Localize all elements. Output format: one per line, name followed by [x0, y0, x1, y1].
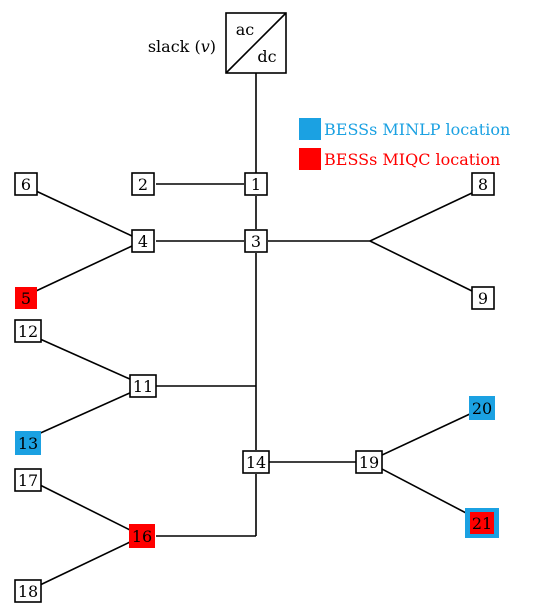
node-box: [129, 374, 157, 398]
node-11: 11: [129, 374, 157, 398]
line-junction-9: [369, 240, 473, 292]
node-label: 12: [18, 322, 38, 341]
node-box: [15, 431, 41, 455]
node-box: [470, 512, 494, 534]
slack-suffix: ): [210, 37, 216, 56]
node-label: 13: [18, 434, 38, 453]
node-box: [131, 229, 155, 253]
node-box: [244, 229, 268, 253]
line-12-11: [39, 338, 133, 381]
legend-minlp-label: BESSs MINLP location: [324, 120, 510, 139]
node-label: 9: [478, 289, 488, 308]
node-box: [15, 287, 37, 309]
line-junction-8: [369, 192, 473, 242]
node-17: 17: [14, 468, 42, 492]
node-box: [14, 319, 42, 343]
node-20: 20: [469, 396, 495, 420]
legend-minlp-swatch: [299, 118, 321, 140]
node-6: 6: [14, 172, 38, 196]
node-label: 17: [18, 471, 38, 490]
node-box: [131, 172, 155, 196]
legend: BESSs MINLP location BESSs MIQC location: [299, 118, 510, 170]
node-4: 4: [131, 229, 155, 253]
node-label: 5: [21, 289, 31, 308]
node-label: 11: [133, 377, 153, 396]
node-box: [471, 172, 495, 196]
converter-dc-label: dc: [257, 47, 276, 66]
node-9: 9: [471, 286, 495, 310]
converter-ac-label: ac: [236, 20, 255, 39]
node-label: 8: [478, 175, 488, 194]
node-13: 13: [15, 431, 41, 455]
line-19-21: [379, 467, 469, 515]
node-box: [14, 172, 38, 196]
node-16: 16: [129, 524, 155, 548]
node-label: 19: [359, 453, 379, 472]
line-13-11: [35, 391, 133, 436]
line-18-16: [39, 541, 131, 586]
node-3: 3: [244, 229, 268, 253]
legend-miqc-label: BESSs MIQC location: [324, 150, 500, 169]
node-box: [14, 579, 42, 603]
node-box: [471, 286, 495, 310]
node-label: 18: [18, 582, 38, 601]
node-box: [14, 468, 42, 492]
node-box: [244, 172, 268, 196]
node-box: [129, 524, 155, 548]
node-label: 14: [246, 453, 266, 472]
node-label: 16: [132, 527, 152, 546]
branch-lines: [35, 73, 473, 586]
converter-diagonal: [225, 12, 287, 74]
slack-prefix: slack (: [148, 37, 201, 56]
node-19: 19: [355, 450, 383, 474]
line-6-4: [35, 190, 133, 237]
slack-label: slack (v): [148, 37, 216, 56]
node-5: 5: [15, 287, 37, 309]
ac-dc-converter: ac dc: [225, 12, 287, 74]
node-21: 21: [465, 508, 499, 538]
node-label: 1: [251, 175, 261, 194]
node-label: 2: [138, 175, 148, 194]
node-label: 3: [251, 232, 261, 251]
nodes: 1 2 3 4 5 6 8 9: [14, 172, 499, 603]
node-label: 6: [21, 175, 31, 194]
node-label: 20: [472, 399, 492, 418]
line-19-20: [379, 412, 473, 457]
node-box: [355, 450, 383, 474]
node-box: [242, 450, 270, 474]
node-box: [469, 396, 495, 420]
node-2: 2: [131, 172, 155, 196]
node-label: 21: [472, 514, 492, 533]
node-14: 14: [242, 450, 270, 474]
node-12: 12: [14, 319, 42, 343]
legend-miqc-swatch: [299, 148, 321, 170]
node-18: 18: [14, 579, 42, 603]
line-5-4: [35, 245, 133, 292]
line-17-16: [39, 484, 131, 531]
node-label: 4: [138, 232, 148, 251]
node-8: 8: [471, 172, 495, 196]
node-1: 1: [244, 172, 268, 196]
slack-variable: v: [201, 37, 210, 56]
